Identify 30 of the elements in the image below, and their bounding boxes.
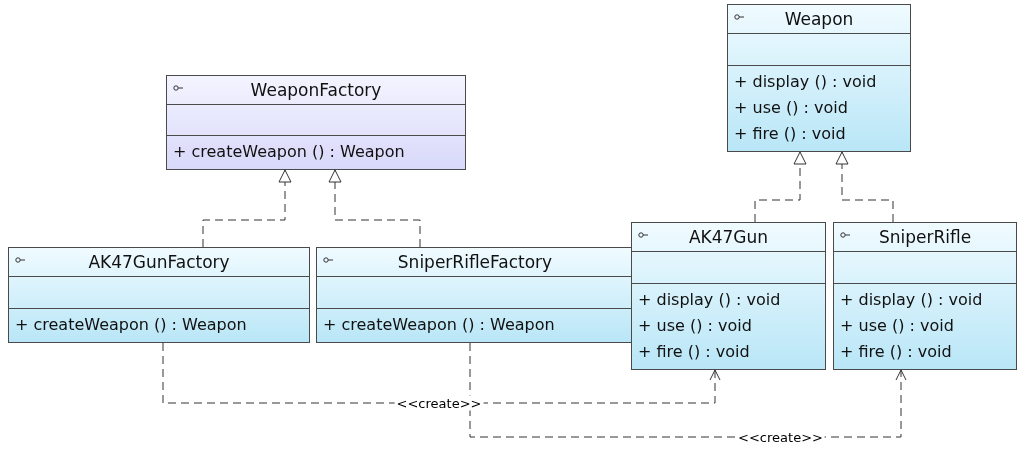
class-box (8, 247, 310, 343)
operation: + display () : void (734, 71, 878, 93)
operation: + fire () : void (840, 341, 953, 363)
operation: + display () : void (840, 289, 984, 311)
edge-label: <<create>> (394, 395, 484, 411)
class-name: SniperRifleFactory (397, 252, 553, 272)
class-box (727, 4, 911, 152)
class-name: SniperRifle (878, 227, 972, 247)
operation: + fire () : void (734, 123, 847, 145)
realization-arrow (835, 151, 894, 223)
class-name: WeaponFactory (250, 80, 382, 100)
operation: + use () : void (638, 315, 753, 337)
operation: + createWeapon () : Weapon (173, 141, 406, 163)
realization-arrow (754, 151, 807, 223)
operation: + createWeapon () : Weapon (15, 314, 248, 336)
class-box (316, 247, 634, 343)
realization-arrow (202, 169, 292, 248)
class-box (166, 75, 466, 170)
operation: + createWeapon () : Weapon (323, 314, 556, 336)
class-box (631, 222, 826, 370)
operation: + use () : void (734, 97, 849, 119)
class-name: Weapon (784, 9, 854, 29)
class-box (833, 222, 1017, 370)
operation: + use () : void (840, 315, 955, 337)
realization-arrow (328, 169, 421, 248)
operation: + fire () : void (638, 341, 751, 363)
operation: + display () : void (638, 289, 782, 311)
dependency-arrow (162, 342, 721, 404)
class-name: AK47Gun (688, 227, 769, 247)
class-name: AK47GunFactory (88, 252, 230, 272)
